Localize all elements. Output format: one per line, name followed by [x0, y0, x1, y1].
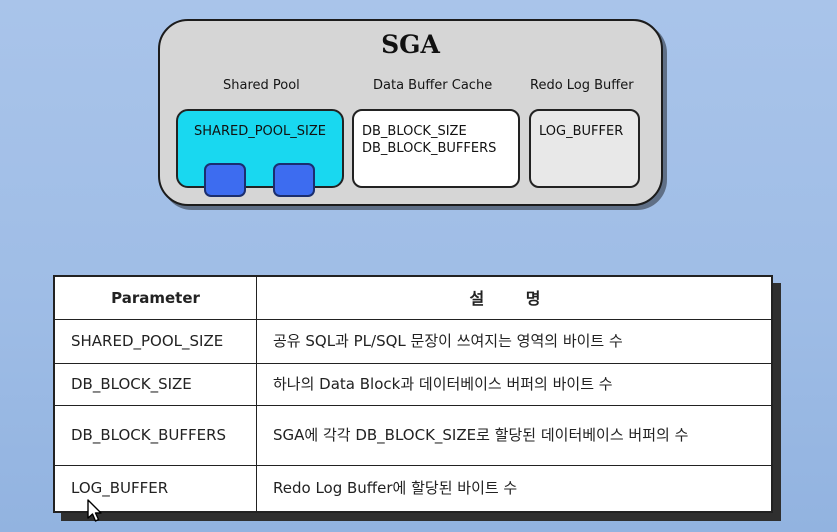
table-row: DB_BLOCK_SIZE 하나의 Data Block과 데이터베이스 버퍼의…	[53, 363, 773, 407]
shared-pool-block-1	[204, 163, 246, 197]
mouse-cursor-icon	[87, 499, 102, 522]
param-cell: DB_BLOCK_BUFFERS	[53, 405, 257, 467]
param-cell: DB_BLOCK_SIZE	[53, 363, 257, 407]
desc-cell: SGA에 각각 DB_BLOCK_SIZE로 할당된 데이터베이스 버퍼의 수	[256, 405, 773, 467]
table-header-row: Parameter 설 명	[53, 275, 773, 321]
header-parameter: Parameter	[53, 275, 257, 321]
shared-pool-label: Shared Pool	[223, 78, 300, 93]
data-buffer-cache-box: DB_BLOCK_SIZE DB_BLOCK_BUFFERS	[352, 109, 520, 188]
redo-log-param: LOG_BUFFER	[539, 124, 624, 139]
data-buffer-cache-label: Data Buffer Cache	[373, 78, 493, 93]
table-row: DB_BLOCK_BUFFERS SGA에 각각 DB_BLOCK_SIZE로 …	[53, 405, 773, 467]
param-cell: LOG_BUFFER	[53, 465, 257, 513]
parameter-table-container: Parameter 설 명 SHARED_POOL_SIZE 공유 SQL과 P…	[53, 275, 773, 513]
data-buffer-param-block-size: DB_BLOCK_SIZE	[362, 124, 467, 139]
table-row: LOG_BUFFER Redo Log Buffer에 할당된 바이트 수	[53, 465, 773, 513]
param-cell: SHARED_POOL_SIZE	[53, 319, 257, 365]
sga-title: SGA	[381, 30, 440, 59]
desc-cell: 공유 SQL과 PL/SQL 문장이 쓰여지는 영역의 바이트 수	[256, 319, 773, 365]
header-description: 설 명	[256, 275, 773, 321]
shared-pool-box: SHARED_POOL_SIZE	[176, 109, 344, 197]
redo-log-buffer-box: LOG_BUFFER	[529, 109, 640, 188]
desc-cell: 하나의 Data Block과 데이터베이스 버퍼의 바이트 수	[256, 363, 773, 407]
data-buffer-param-block-buffers: DB_BLOCK_BUFFERS	[362, 141, 497, 156]
sga-diagram: SGA Shared Pool Data Buffer Cache Redo L…	[158, 19, 663, 206]
parameter-table: Parameter 설 명 SHARED_POOL_SIZE 공유 SQL과 P…	[53, 275, 773, 513]
desc-cell: Redo Log Buffer에 할당된 바이트 수	[256, 465, 773, 513]
shared-pool-block-2	[273, 163, 315, 197]
redo-log-buffer-label: Redo Log Buffer	[530, 78, 634, 93]
shared-pool-param: SHARED_POOL_SIZE	[194, 124, 326, 139]
table-row: SHARED_POOL_SIZE 공유 SQL과 PL/SQL 문장이 쓰여지는…	[53, 319, 773, 365]
